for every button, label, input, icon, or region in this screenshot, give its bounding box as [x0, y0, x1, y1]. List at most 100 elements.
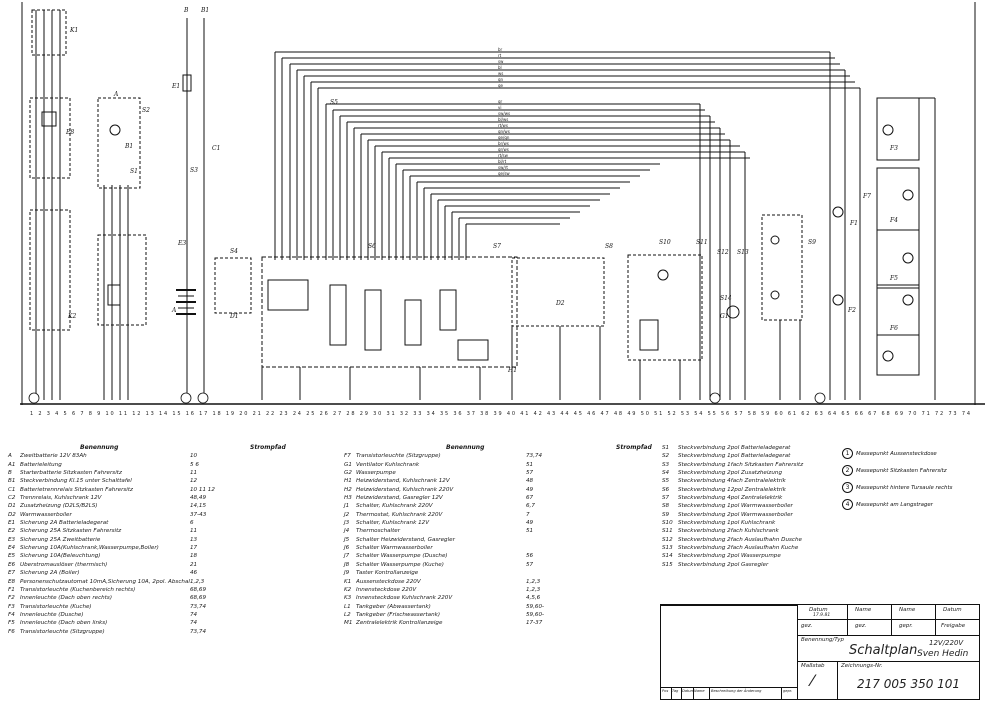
- legend-code: S7: [662, 495, 670, 502]
- legend-strompfad: 6: [190, 520, 194, 527]
- legend-strompfad: 5 6: [190, 461, 199, 468]
- legend-strompfad: 51: [526, 461, 534, 468]
- legend-code: J8: [344, 561, 350, 568]
- legend-name: Innensteckdose 220V: [356, 586, 417, 593]
- legend-code: S4: [662, 470, 670, 477]
- legend-code: J6: [344, 545, 350, 552]
- legend-code: S1: [662, 445, 670, 451]
- legend-strompfad: 13: [190, 536, 198, 543]
- legend-code: S14: [662, 553, 673, 560]
- label-f4: F4: [889, 217, 898, 224]
- label-s12: S12: [717, 249, 729, 256]
- tb-gepr: gepr.: [899, 623, 913, 629]
- legend-code: F1: [8, 586, 15, 593]
- tb-scale-symbol: ⁄: [811, 671, 814, 690]
- legend-row: S4 Steckverbindung 2pol Zusatzheizung: [662, 469, 848, 477]
- legend-name: Steckverbindung 1fach Sitzkasten Fahrers…: [678, 461, 804, 468]
- strompfad-numbers: 1 2 3 4 5 6 7 8 9 10 11 12 13 14 15 16 1…: [30, 411, 970, 417]
- tb-freigabe: Freigabe: [941, 623, 966, 629]
- wire-color-label: sw: [498, 59, 504, 64]
- legend-name: Sicherung 10A(Beleuchtung): [20, 553, 101, 560]
- legend-name: Wasserpumpe: [356, 470, 396, 477]
- massepunkt-number: 3: [842, 482, 853, 493]
- wire-color-label: ge/gn: [498, 135, 510, 140]
- legend-strompfad: 37-43: [190, 511, 207, 518]
- massepunkt-text: Massepunkt am Langstrager: [856, 501, 933, 508]
- legend-strompfad: 7: [526, 511, 530, 518]
- revision-header: Beschreibung der Änderung: [711, 689, 762, 693]
- legend-code: S8: [662, 503, 670, 510]
- legend-strompfad: [526, 544, 576, 552]
- label-b: B: [183, 7, 189, 14]
- legend-code: H3: [344, 495, 352, 502]
- legend-name: Heizwiderstand, Kuhlschrank 12V: [356, 478, 450, 485]
- legend-strompfad: 73,74: [190, 603, 207, 610]
- legend-strompfad: 74: [190, 620, 198, 627]
- legend-header-strompfad: Strompfad: [250, 444, 286, 451]
- legend-code: F6: [8, 628, 15, 635]
- legend-name: Steckverbindung 4pol Zentralelektrik: [678, 495, 783, 502]
- legend-name: Heizwiderstand, Gasregler 12V: [356, 495, 443, 502]
- revision-header: Tag: [672, 689, 679, 693]
- legend-code: J4: [344, 528, 350, 535]
- legend-code: S15: [662, 561, 673, 568]
- label-d1: D1: [229, 313, 239, 320]
- label-k1: K1: [69, 27, 78, 34]
- legend-name: Schalter, Kuhlschrank 220V: [356, 503, 433, 510]
- label-a: A: [113, 91, 119, 98]
- legend-code: C1: [8, 486, 16, 493]
- revision-header: gepr.: [783, 689, 793, 693]
- legend-strompfad: 59,60-: [526, 611, 545, 618]
- legend-code: E3: [8, 536, 16, 543]
- label-f1: F1: [849, 220, 858, 227]
- tb-zeichnungs-nr: 217 005 350 101: [857, 677, 961, 691]
- legend-header-benennung: Benennung: [80, 444, 119, 451]
- legend-code: S2: [662, 453, 670, 460]
- legend-name: Transistorleuchte (Sitzgruppe): [20, 628, 105, 635]
- legend-strompfad: 10: [190, 453, 198, 460]
- legend-name: Steckverbindung 12pol Zentralelektrik: [678, 486, 786, 493]
- legend-name: Starterbatterie Sitzkasten Fahrersitz: [20, 470, 122, 477]
- legend-strompfad: 11: [190, 470, 198, 477]
- wire-color-label: rt/ws: [498, 123, 508, 128]
- legend-name: Trennrelais, Kuhlschrank 12V: [20, 495, 102, 502]
- wire-color-labels: brrtswblwsgngegrvisw/wsbl/wsrt/wsgn/wsge…: [498, 47, 510, 176]
- legend-name: Steckverbindung 2pol Warmwasserboiler: [678, 511, 793, 518]
- label-s9: S9: [808, 239, 816, 246]
- legend-code: E4: [8, 545, 16, 552]
- tb-zeichnungs-nr-label: Zeichnungs-Nr.: [841, 663, 883, 669]
- legend-name: Taster Kontrollanzeige: [356, 570, 419, 577]
- legend-code: F3: [8, 603, 15, 610]
- legend-name: Heizwiderstand, Kuhlschrank 220V: [356, 486, 454, 493]
- legend-code: F7: [344, 453, 351, 460]
- legend-code: J3: [344, 520, 350, 527]
- legend-code: F4: [8, 611, 15, 618]
- legend-code: J1: [344, 503, 350, 510]
- legend-name: Steckverbindung 2pol Zusatzheizung: [678, 470, 783, 477]
- legend-strompfad: 49: [526, 520, 534, 527]
- legend-name: Thermoschalter: [356, 528, 401, 535]
- legend-name: Batterieleitung: [20, 461, 62, 468]
- tb-name-label-2: Name: [899, 607, 916, 613]
- tb-benennung-typ: Benennung/Typ: [801, 637, 844, 643]
- legend-header-strompfad-2: Strompfad: [616, 444, 652, 451]
